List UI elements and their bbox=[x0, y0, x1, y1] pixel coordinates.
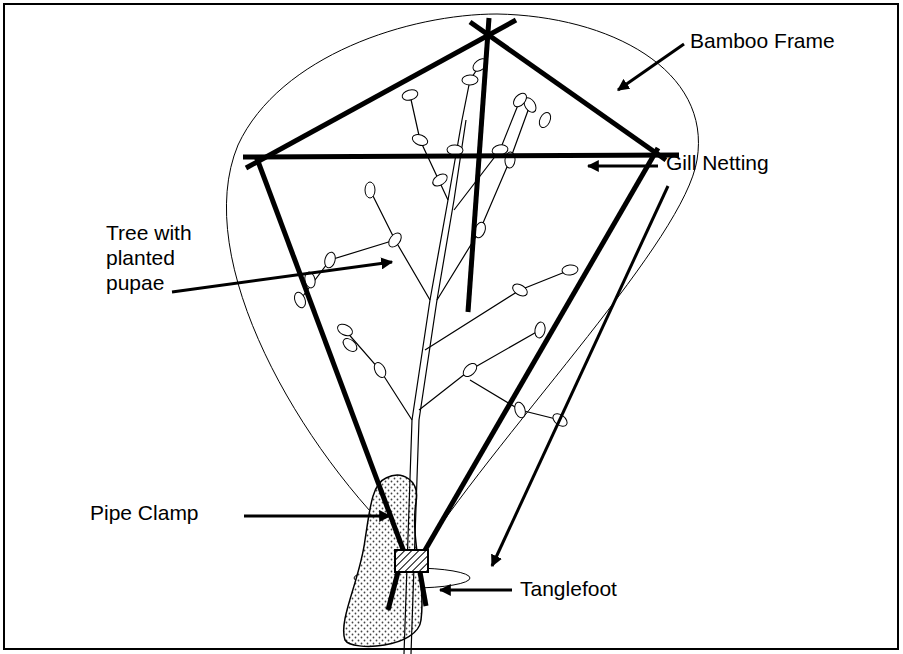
leaf bbox=[534, 321, 547, 338]
leader-lines bbox=[172, 44, 684, 590]
leaf bbox=[461, 361, 480, 379]
leaf bbox=[562, 264, 579, 276]
leaf bbox=[431, 171, 450, 188]
leaf bbox=[401, 88, 419, 102]
part-label: Pipe Clamp bbox=[88, 500, 201, 525]
part-label: Bamboo Frame bbox=[688, 28, 837, 53]
leaf bbox=[537, 111, 553, 130]
bamboo-frame bbox=[243, 18, 679, 610]
leaf bbox=[341, 336, 360, 354]
leaf bbox=[386, 231, 404, 250]
leaf bbox=[411, 132, 430, 147]
gill-netting bbox=[226, 14, 698, 552]
part-label: Gill Netting bbox=[664, 150, 771, 175]
leaf bbox=[323, 251, 337, 269]
leaf bbox=[511, 282, 530, 299]
pipe-clamp bbox=[395, 550, 428, 572]
part-label: Tanglefoot bbox=[518, 576, 619, 601]
leaf bbox=[511, 91, 529, 110]
leaf bbox=[513, 401, 527, 419]
leaf bbox=[336, 322, 355, 338]
leaf bbox=[462, 75, 478, 85]
leaf bbox=[372, 361, 388, 380]
leaf bbox=[365, 182, 375, 198]
part-label: Tree with planted pupae bbox=[104, 220, 220, 296]
frame-border bbox=[4, 4, 898, 649]
